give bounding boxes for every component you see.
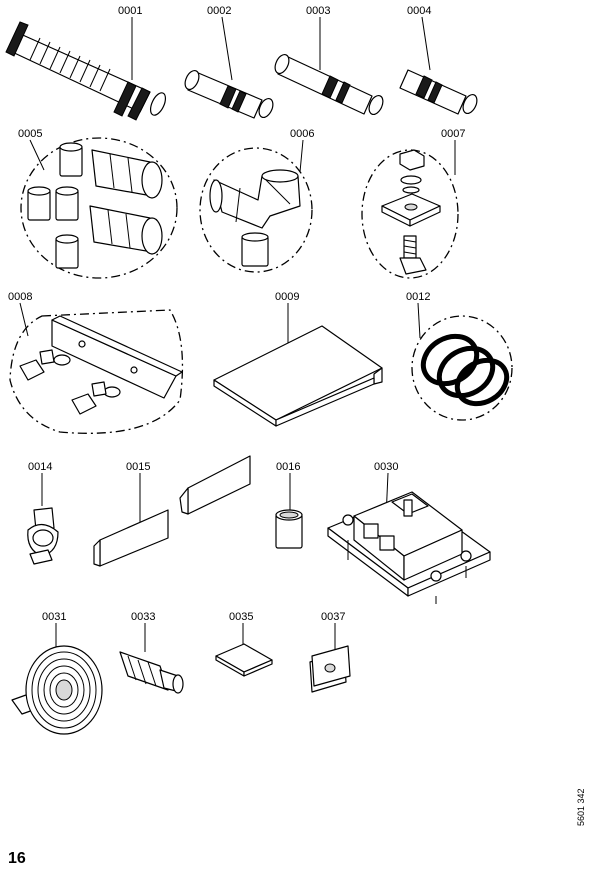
bracket-set-icon [9,309,184,434]
part-label-0033: 0033 [131,611,155,623]
pad-icon [215,643,273,677]
part-label-0037: 0037 [321,611,345,623]
part-labels: 0001 0002 0003 0004 0005 0006 0007 0008 … [8,5,465,680]
part-label-0014: 0014 [28,461,52,473]
coupling-sleeve-icon [184,69,274,119]
corrugated-hose-icon [5,21,167,121]
coupling-sleeve-long-icon [274,53,384,116]
page-number: 16 [8,850,26,867]
part-label-0031: 0031 [42,611,66,623]
part-label-0015: 0015 [126,461,150,473]
mounting-bracket-icon [327,491,491,604]
part-label-0009: 0009 [275,291,299,303]
part-label-0008: 0008 [8,291,32,303]
part-label-0001: 0001 [118,5,142,17]
part-label-0007: 0007 [441,128,465,140]
part-label-0002: 0002 [207,5,231,17]
mounting-set-icon [361,149,459,279]
fitting-icon [119,651,184,694]
part-label-0003: 0003 [306,5,330,17]
insulation-strip-icon [93,455,251,567]
part-label-0006: 0006 [290,128,314,140]
sealing-tape-icon [11,645,103,735]
document-number: 5601 342 [576,788,586,826]
part-label-0030: 0030 [374,461,398,473]
washer-plate-icon [309,645,351,693]
coupling-sleeve-short-icon [399,69,478,115]
o-ring-set-icon [411,315,513,421]
elbow-fitting-icon [199,147,313,273]
compression-fitting-set-icon [20,137,178,279]
pipe-clamp-icon [27,507,59,565]
part-label-0012: 0012 [406,291,430,303]
cover-plate-icon [213,325,383,427]
part-label-0016: 0016 [276,461,300,473]
part-label-0035: 0035 [229,611,253,623]
sleeve-icon [275,509,303,549]
part-label-0004: 0004 [407,5,431,17]
part-label-0005: 0005 [18,128,42,140]
